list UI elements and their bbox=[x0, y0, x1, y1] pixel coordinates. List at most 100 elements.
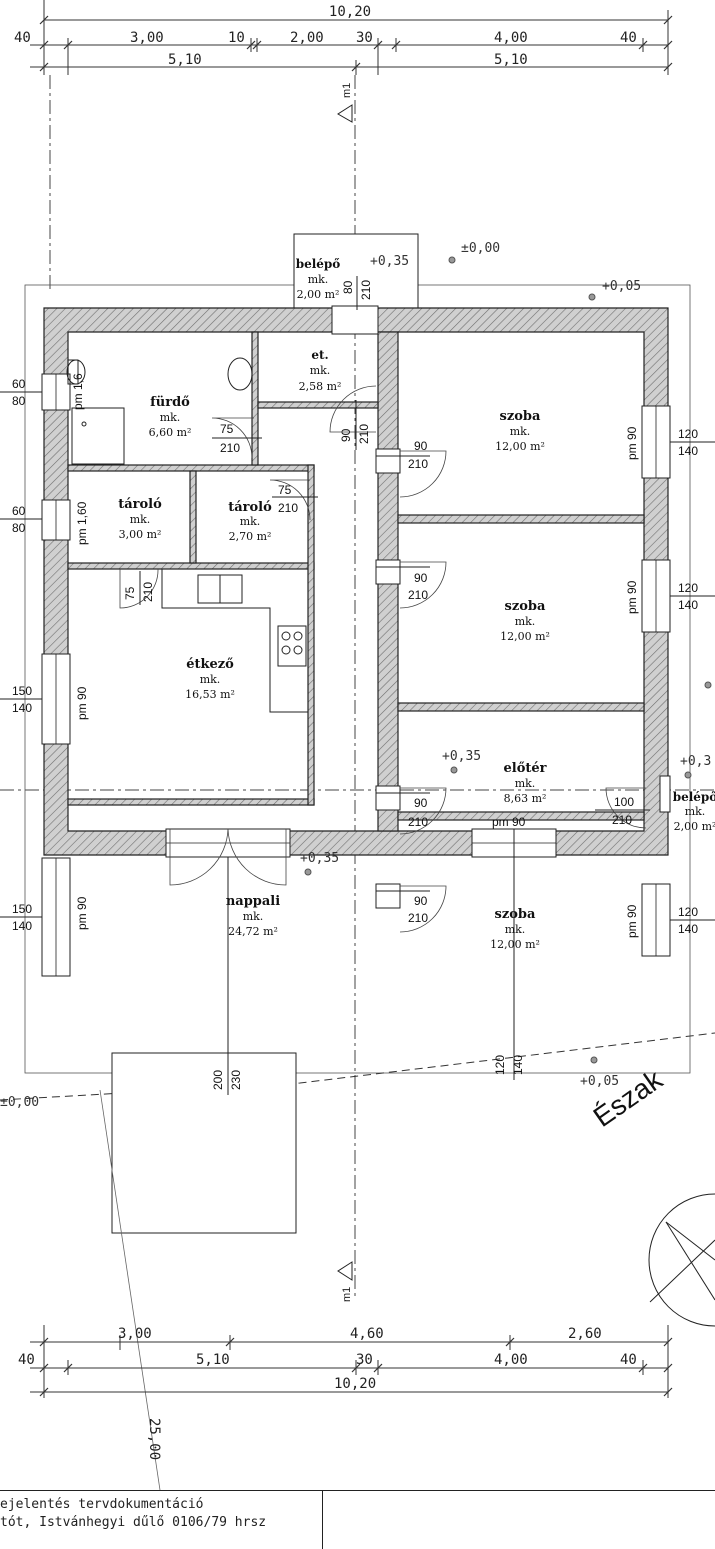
svg-text:mk.: mk. bbox=[515, 615, 536, 628]
window-width: 120 bbox=[678, 905, 698, 919]
level-marker-icon bbox=[304, 256, 712, 1064]
svg-text:6,60 m²: 6,60 m² bbox=[149, 426, 192, 439]
svg-text:mk.: mk. bbox=[505, 923, 526, 936]
svg-text:8,63 m²: 8,63 m² bbox=[504, 792, 547, 805]
svg-text:tároló: tároló bbox=[228, 500, 272, 515]
dim-top-part: 10 bbox=[228, 30, 245, 46]
door-height: 230 bbox=[229, 1070, 243, 1090]
door-width: 90 bbox=[414, 894, 428, 908]
svg-text:előtér: előtér bbox=[503, 761, 546, 776]
door-height: 210 bbox=[357, 424, 371, 444]
svg-text:belépő: belépő bbox=[673, 790, 715, 804]
dim-bottom-b: 4,00 bbox=[494, 1352, 528, 1368]
window-width: 120 bbox=[493, 1055, 507, 1075]
door-width: 75 bbox=[220, 422, 234, 436]
svg-text:2,00 m²: 2,00 m² bbox=[674, 820, 715, 833]
svg-text:12,00 m²: 12,00 m² bbox=[500, 630, 550, 643]
svg-text:16,53 m²: 16,53 m² bbox=[185, 688, 235, 701]
dim-top-half: 5,10 bbox=[494, 52, 528, 68]
svg-text:tároló: tároló bbox=[118, 497, 162, 512]
svg-text:szoba: szoba bbox=[500, 409, 541, 424]
dim-top-part: 40 bbox=[620, 30, 637, 46]
kitchen-counter bbox=[161, 569, 308, 713]
dim-bottom-a: 3,00 bbox=[118, 1326, 152, 1342]
dim-top-part: 30 bbox=[356, 30, 373, 46]
title-line-2: tót, Istvánhegyi dűlő 0106/79 hrsz bbox=[0, 1515, 267, 1530]
title-block-cell: ejelentés tervdokumentáció tót, Istvánhe… bbox=[0, 1491, 323, 1549]
level-ground: ±0,00 bbox=[461, 241, 500, 256]
dim-bottom-b: 30 bbox=[356, 1352, 373, 1368]
door-width: 80 bbox=[341, 280, 355, 294]
title-block: ejelentés tervdokumentáció tót, Istvánhe… bbox=[0, 1490, 715, 1549]
section-markers: m1 m1 bbox=[337, 83, 353, 1302]
level-terrain-left: ±0,00 bbox=[0, 1095, 39, 1110]
level-floor: +0,35 bbox=[300, 851, 339, 866]
shower-tray bbox=[71, 407, 125, 465]
window-width: 120 bbox=[678, 427, 698, 441]
door-height: 210 bbox=[408, 815, 428, 829]
top-dimension-ticks bbox=[39, 15, 673, 72]
svg-text:mk.: mk. bbox=[510, 425, 531, 438]
window-sill: pm 90 bbox=[75, 686, 89, 720]
svg-text:étkező: étkező bbox=[186, 657, 234, 672]
svg-text:szoba: szoba bbox=[495, 907, 536, 922]
window-height: 140 bbox=[678, 922, 698, 936]
level-floor: +0,35 bbox=[442, 749, 481, 764]
window-label bbox=[0, 391, 715, 1080]
bottom-dimension-ticks bbox=[39, 1337, 673, 1397]
door-width: 90 bbox=[414, 439, 428, 453]
window-sill: pm 90 bbox=[625, 580, 639, 614]
section-label: m1 bbox=[341, 83, 353, 98]
level-right-edge: +0,3 bbox=[680, 754, 711, 769]
door-width: 200 bbox=[211, 1070, 225, 1090]
dim-bottom-a: 2,60 bbox=[568, 1326, 602, 1342]
terrain-slope-line bbox=[0, 1032, 715, 1101]
svg-text:2,70 m²: 2,70 m² bbox=[229, 530, 272, 543]
dim-diagonal: 25,00 bbox=[146, 1418, 162, 1460]
window-sill: pm 90 bbox=[492, 815, 526, 829]
fixtures bbox=[66, 357, 308, 713]
window-width: 60 bbox=[12, 504, 26, 518]
svg-text:mk.: mk. bbox=[515, 777, 536, 790]
svg-text:3,00 m²: 3,00 m² bbox=[119, 528, 162, 541]
door-height: 210 bbox=[612, 813, 632, 827]
floor-plan: 10,20 40 3,00 10 2,00 30 4,00 40 5,10 5,… bbox=[0, 0, 715, 1490]
svg-text:mk.: mk. bbox=[240, 515, 261, 528]
svg-text:2,58 m²: 2,58 m² bbox=[299, 380, 342, 393]
dim-top-part: 2,00 bbox=[290, 30, 324, 46]
window-sill: pm 90 bbox=[75, 896, 89, 930]
svg-text:mk.: mk. bbox=[130, 513, 151, 526]
svg-text:12,00 m²: 12,00 m² bbox=[490, 938, 540, 951]
window-height: 140 bbox=[678, 444, 698, 458]
dim-bottom-b: 5,10 bbox=[196, 1352, 230, 1368]
svg-text:12,00 m²: 12,00 m² bbox=[495, 440, 545, 453]
window-panes bbox=[55, 374, 657, 976]
svg-text:mk.: mk. bbox=[243, 910, 264, 923]
window-sill: pm 90 bbox=[625, 904, 639, 938]
door-width: 90 bbox=[339, 428, 353, 442]
window-sill: pm 1,6 bbox=[71, 373, 85, 410]
dim-top-total: 10,20 bbox=[329, 4, 371, 20]
svg-text:mk.: mk. bbox=[685, 805, 706, 818]
washbasin bbox=[227, 357, 253, 391]
door-height: 210 bbox=[359, 280, 373, 300]
diagonal-dim-line bbox=[99, 1089, 161, 1490]
svg-text:2,00 m²: 2,00 m² bbox=[297, 288, 340, 301]
door-width: 75 bbox=[123, 586, 137, 600]
window-height: 140 bbox=[12, 701, 32, 715]
dim-bottom-a: 4,60 bbox=[350, 1326, 384, 1342]
svg-text:mk.: mk. bbox=[308, 273, 329, 286]
window-height: 140 bbox=[678, 598, 698, 612]
window-height: 140 bbox=[511, 1055, 525, 1075]
svg-text:mk.: mk. bbox=[310, 364, 331, 377]
